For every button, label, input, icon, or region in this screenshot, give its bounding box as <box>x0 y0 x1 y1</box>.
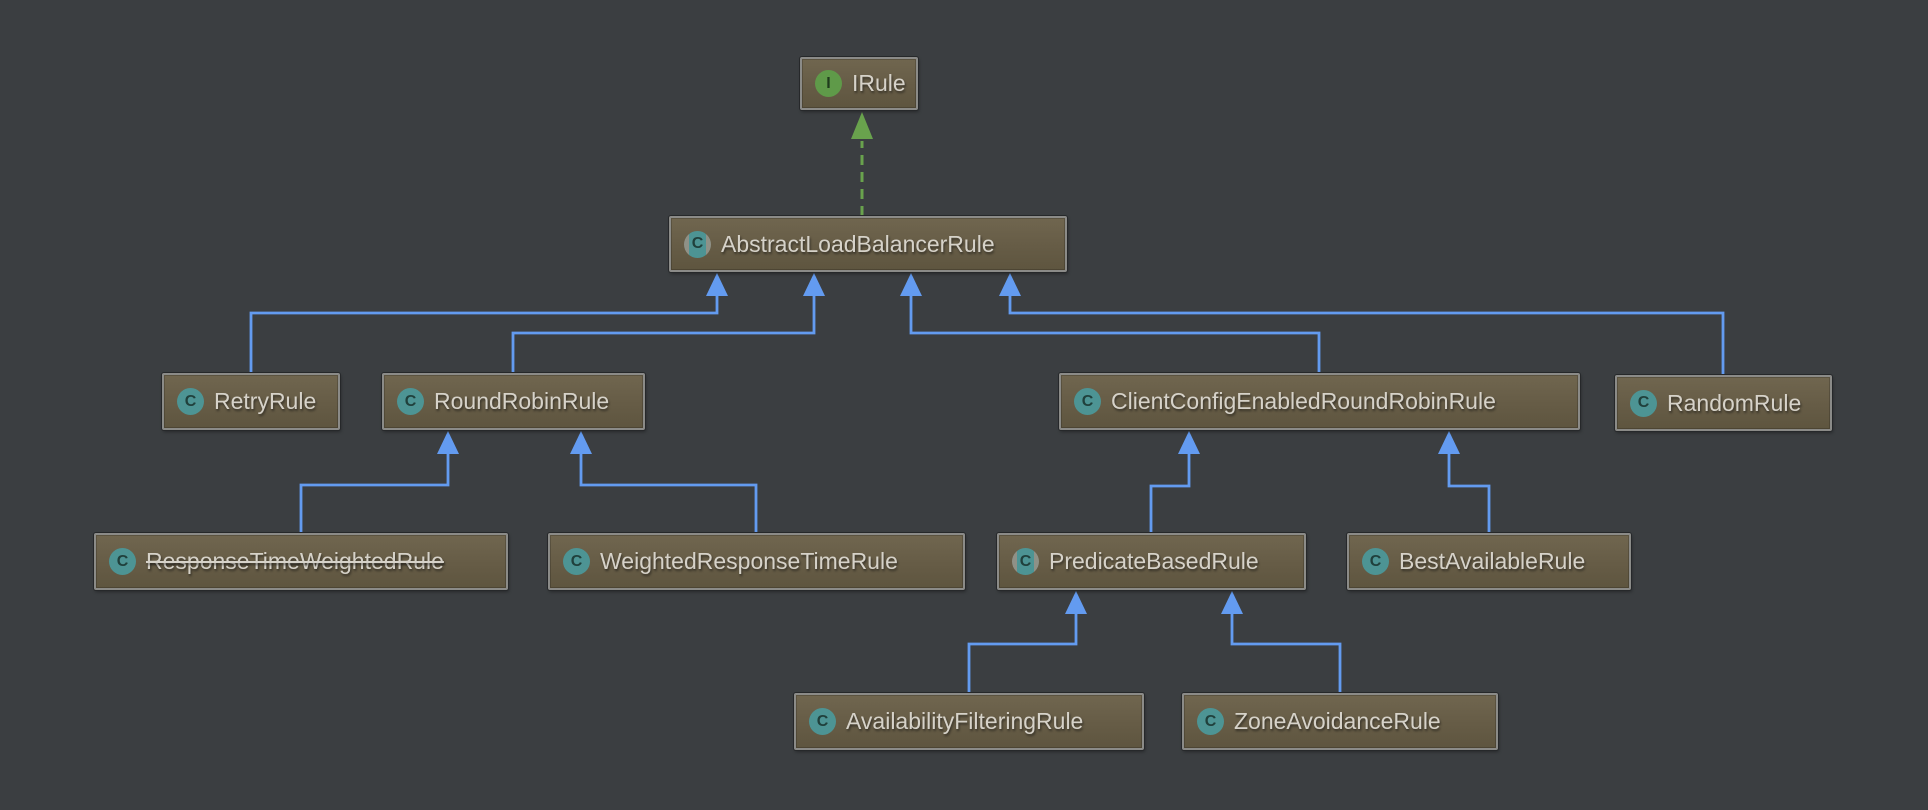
edge-responsetimeweightedrule-to-roundrobinrule-extends[interactable] <box>299 431 459 533</box>
class-name-label: RoundRobinRule <box>434 388 610 414</box>
class-name-label-deprecated: ResponseTimeWeightedRule <box>146 548 444 574</box>
class-icon: C <box>397 388 424 415</box>
class-node-retryrule[interactable]: C RetryRule <box>162 373 340 430</box>
class-name-label: PredicateBasedRule <box>1049 548 1259 574</box>
edge-predicatebasedrule-to-clientconfigenabledroundrobinrule-extends[interactable] <box>1149 431 1200 533</box>
class-name-label: AvailabilityFilteringRule <box>846 708 1084 734</box>
class-name-label: ClientConfigEnabledRoundRobinRule <box>1111 388 1496 414</box>
class-node-responsetimeweightedrule[interactable]: C ResponseTimeWeightedRule <box>94 533 508 590</box>
class-icon: C <box>1362 548 1389 575</box>
edge-roundrobinrule-to-abstractloadbalancerrule-extends[interactable] <box>511 273 825 373</box>
class-name-label: WeightedResponseTimeRule <box>600 548 898 574</box>
class-node-weightedresponsetimerule[interactable]: C WeightedResponseTimeRule <box>548 533 965 590</box>
interface-icon: I <box>815 70 842 97</box>
class-node-zoneavoidancerule[interactable]: C ZoneAvoidanceRule <box>1182 693 1498 750</box>
class-name-label: BestAvailableRule <box>1399 548 1586 574</box>
class-icon: C <box>109 548 136 575</box>
class-icon: C <box>1074 388 1101 415</box>
class-node-availabilityfilteringrule[interactable]: C AvailabilityFilteringRule <box>794 693 1144 750</box>
abstract-class-icon: C <box>1012 548 1039 575</box>
class-name-label: RetryRule <box>214 388 317 414</box>
class-node-clientconfigenabledroundrobinrule[interactable]: C ClientConfigEnabledRoundRobinRule <box>1059 373 1580 430</box>
edge-randomrule-to-abstractloadbalancerrule-extends[interactable] <box>999 273 1725 375</box>
class-icon: C <box>1630 389 1657 417</box>
class-icon: C <box>809 708 836 735</box>
class-node-irule[interactable]: I IRule <box>800 57 918 110</box>
class-name-label: RandomRule <box>1667 389 1802 416</box>
edge-weightedresponsetimerule-to-roundrobinrule-extends[interactable] <box>570 431 758 533</box>
edge-clientconfigenabledroundrobinrule-to-abstractloadbalancerrule-extends[interactable] <box>900 273 1321 373</box>
class-name-label: AbstractLoadBalancerRule <box>721 230 995 257</box>
edge-zoneavoidancerule-to-predicatebasedrule-extends[interactable] <box>1221 591 1342 693</box>
edge-retryrule-to-abstractloadbalancerrule-extends[interactable] <box>249 273 728 373</box>
edge-abstractloadbalancerrule-to-irule-implements[interactable] <box>851 112 873 216</box>
class-node-bestavailablerule[interactable]: C BestAvailableRule <box>1347 533 1631 590</box>
edge-bestavailablerule-to-clientconfigenabledroundrobinrule-extends[interactable] <box>1438 431 1491 533</box>
class-node-roundrobinrule[interactable]: C RoundRobinRule <box>382 373 645 430</box>
class-name-label: ZoneAvoidanceRule <box>1234 708 1441 734</box>
class-node-predicatebasedrule[interactable]: C PredicateBasedRule <box>997 533 1306 590</box>
class-node-abstractloadbalancerrule[interactable]: C AbstractLoadBalancerRule <box>669 216 1067 272</box>
abstract-class-icon: C <box>684 230 711 258</box>
class-node-randomrule[interactable]: C RandomRule <box>1615 375 1832 431</box>
edge-availabilityfilteringrule-to-predicatebasedrule-extends[interactable] <box>967 591 1087 693</box>
class-icon: C <box>177 388 204 415</box>
class-name-label: IRule <box>852 70 906 96</box>
class-icon: C <box>1197 708 1224 735</box>
class-icon: C <box>563 548 590 575</box>
